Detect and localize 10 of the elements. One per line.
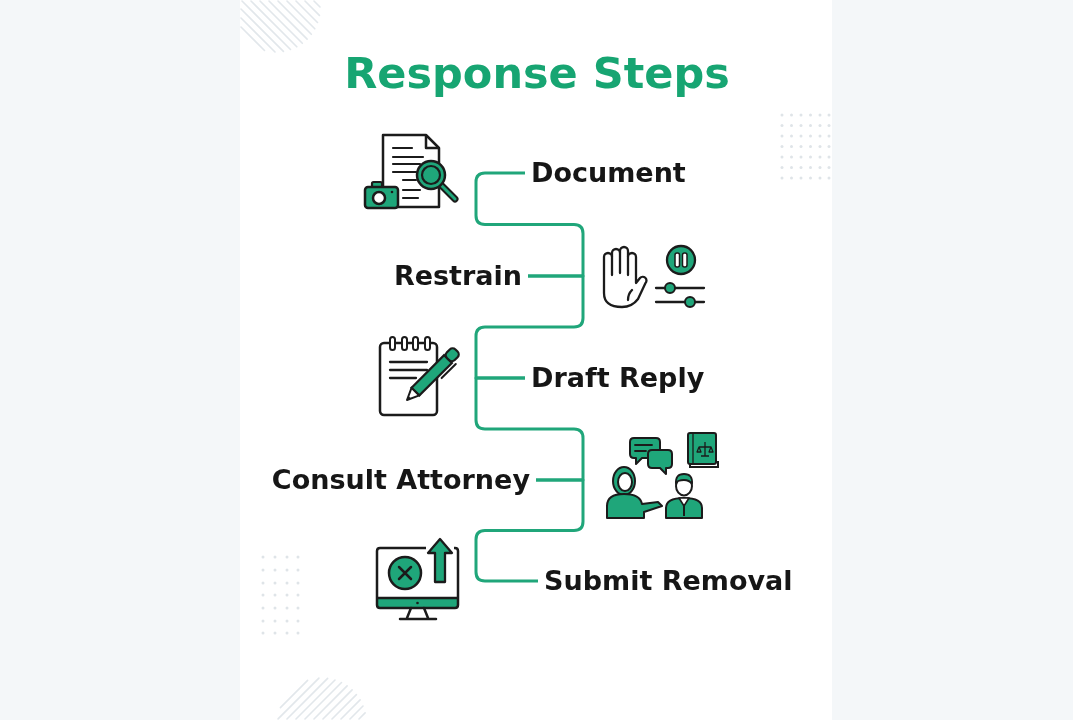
step-label: Document [525, 157, 686, 189]
connector-line [474, 171, 585, 278]
title: Response Steps [344, 47, 730, 99]
step-label: Submit Removal [538, 565, 793, 597]
connector-line [474, 478, 585, 583]
step-label: Restrain [393, 260, 528, 292]
step-label: Draft Reply [525, 362, 705, 394]
step-label: Consult Attorney [271, 464, 536, 496]
connector-line [474, 274, 585, 380]
connector-line [474, 376, 585, 482]
